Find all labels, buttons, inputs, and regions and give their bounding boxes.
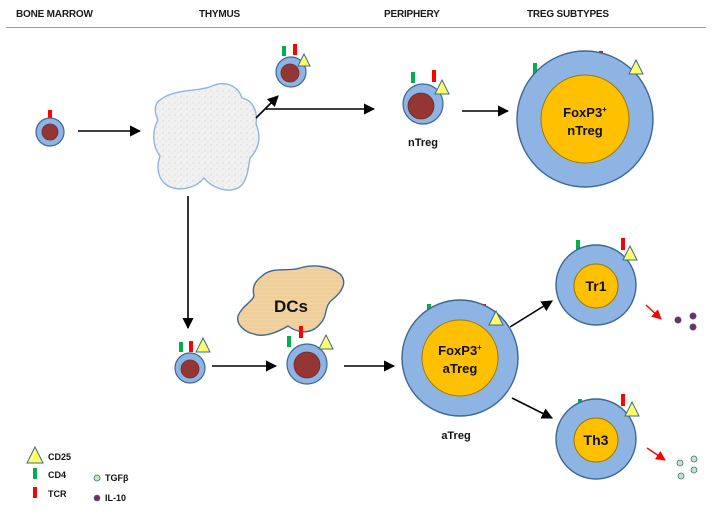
cd4-receptor [287,336,291,347]
dcs-label: DCs [274,297,308,316]
tgfb-dot [677,472,685,480]
tgfb-dot [690,466,698,474]
cell-nucleus [407,92,435,120]
legend-cd25-label: CD25 [48,452,71,462]
arrow-to-th3 [511,397,554,419]
tcr-receptor [293,44,297,55]
th3-label: Th3 [584,432,609,448]
cd25-receptor [624,400,640,417]
precursor-cell [35,110,65,147]
header-rule [6,27,706,28]
atreg-label: aTreg [441,430,470,442]
cd25-receptor [622,244,638,261]
il10-secretion-dots [674,312,697,331]
arrow-to-tr1 [509,300,553,328]
thymus-organ [153,82,260,191]
thymic-cell-bottom [174,336,211,384]
arrow-thymus-up [255,95,279,119]
cd25-receptor [195,336,211,353]
ntreg-foxp3-label: FoxP3+ [563,105,607,120]
atreg-foxp3-label: FoxP3+ [438,343,482,358]
cd25-receptor [628,58,644,75]
il10-dot [689,312,697,320]
cd4-receptor [576,240,580,251]
legend-cd4-swatch [33,468,37,479]
header-treg-subtypes: TREG SUBTYPES [527,9,609,20]
tcr-receptor [189,341,193,352]
cd4-receptor [533,63,537,74]
legend: CD25 CD4 TCR TGFβ IL-10 [26,445,129,503]
il10-dot [689,323,697,331]
tcr-receptor [48,110,52,120]
cd4-receptor [179,342,183,352]
cd4-receptor [282,46,286,56]
cell-nucleus [573,263,619,309]
ntreg-mature-cell: FoxP3+ nTreg [516,50,654,188]
th3-cell: Th3 [555,394,640,480]
legend-tgfb-swatch [93,474,101,482]
th3-secretion-arrow [646,447,666,461]
cell-nucleus [180,359,200,379]
cell-nucleus [573,417,619,463]
periphery-ntreg-cell [402,70,450,125]
header-periphery: PERIPHERY [384,9,440,20]
cd4-receptor [411,72,415,83]
cell-nucleus [421,319,499,397]
tcr-receptor [432,70,436,82]
cd25-receptor [434,78,450,95]
ntreg-name-label: nTreg [567,123,602,138]
legend-cd4-label: CD4 [48,470,66,480]
cd25-receptor [488,309,504,326]
thymic-cell-top [275,44,311,88]
header-bone-marrow: BONE MARROW [16,9,93,20]
legend-il10-label: IL-10 [105,493,126,503]
cd25-receptor [318,333,334,350]
tcr-receptor [299,326,303,338]
dc-contact-cell [286,326,334,385]
il10-dot [674,316,682,324]
tr1-label: Tr1 [585,278,606,294]
legend-il10-swatch [93,494,101,502]
legend-tcr-swatch [33,487,37,498]
cell-nucleus [280,63,300,83]
legend-cd25-swatch [26,445,44,464]
atreg-mature-cell: FoxP3+ aTreg [401,299,519,417]
tcr-receptor [621,394,625,406]
cd25-receptor [297,52,311,67]
atreg-name-label: aTreg [443,361,478,376]
legend-tgfb-label: TGFβ [105,473,129,483]
tr1-secretion-arrow [645,304,662,320]
dendritic-cell [237,265,345,336]
cell-nucleus [41,123,59,141]
legend-tcr-label: TCR [48,489,67,499]
tgfb-secretion-dots [676,455,698,480]
tgfb-dot [690,455,698,463]
tr1-cell: Tr1 [555,238,638,326]
tgfb-dot [676,459,684,467]
tcr-receptor [621,238,625,250]
cell-nucleus [293,351,321,379]
header-thymus: THYMUS [199,9,241,20]
ntreg-label: nTreg [408,137,438,149]
cell-nucleus [540,74,630,164]
